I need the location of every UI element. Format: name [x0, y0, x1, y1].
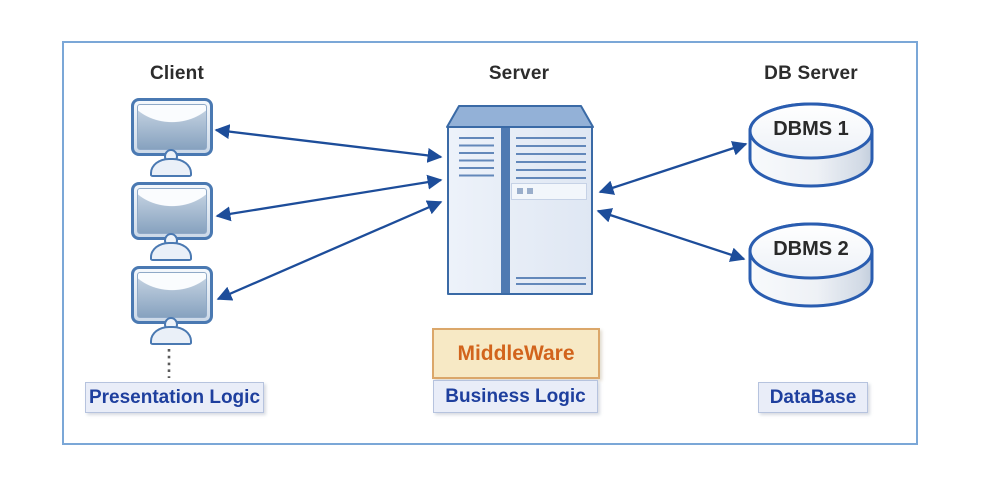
- presentation-logic-label: Presentation Logic: [85, 382, 264, 413]
- business-logic-label: Business Logic: [433, 380, 598, 413]
- server-bottom-vents: [516, 277, 586, 286]
- server-vents-right: [516, 137, 586, 192]
- monitor-screen: [137, 104, 207, 150]
- monitor-screen: [137, 188, 207, 234]
- server-vents-left: [459, 137, 494, 182]
- monitor-icon: [131, 266, 213, 324]
- database-label: DataBase: [758, 382, 868, 413]
- monitor-stand-base: [150, 326, 192, 345]
- server-tower-icon: [447, 126, 593, 295]
- client-workstation-icon: [131, 98, 213, 177]
- server-drive-panel: [511, 183, 587, 200]
- monitor-screen: [137, 272, 207, 318]
- monitor-stand-base: [150, 242, 192, 261]
- monitor-icon: [131, 98, 213, 156]
- server-panel-led: [517, 188, 523, 194]
- db-server-tier-title: DB Server: [764, 63, 858, 84]
- monitor-stand-base: [150, 158, 192, 177]
- middleware-label: MiddleWare: [432, 328, 600, 379]
- dbms2-label: DBMS 2: [773, 238, 849, 260]
- server-center-stripe: [501, 128, 510, 293]
- client-workstation-icon: [131, 266, 213, 345]
- server-tier-title: Server: [488, 63, 550, 84]
- monitor-icon: [131, 182, 213, 240]
- client-tier-title: Client: [150, 63, 204, 84]
- dbms1-label: DBMS 1: [773, 118, 849, 140]
- server-panel-led: [527, 188, 533, 194]
- client-workstation-icon: [131, 182, 213, 261]
